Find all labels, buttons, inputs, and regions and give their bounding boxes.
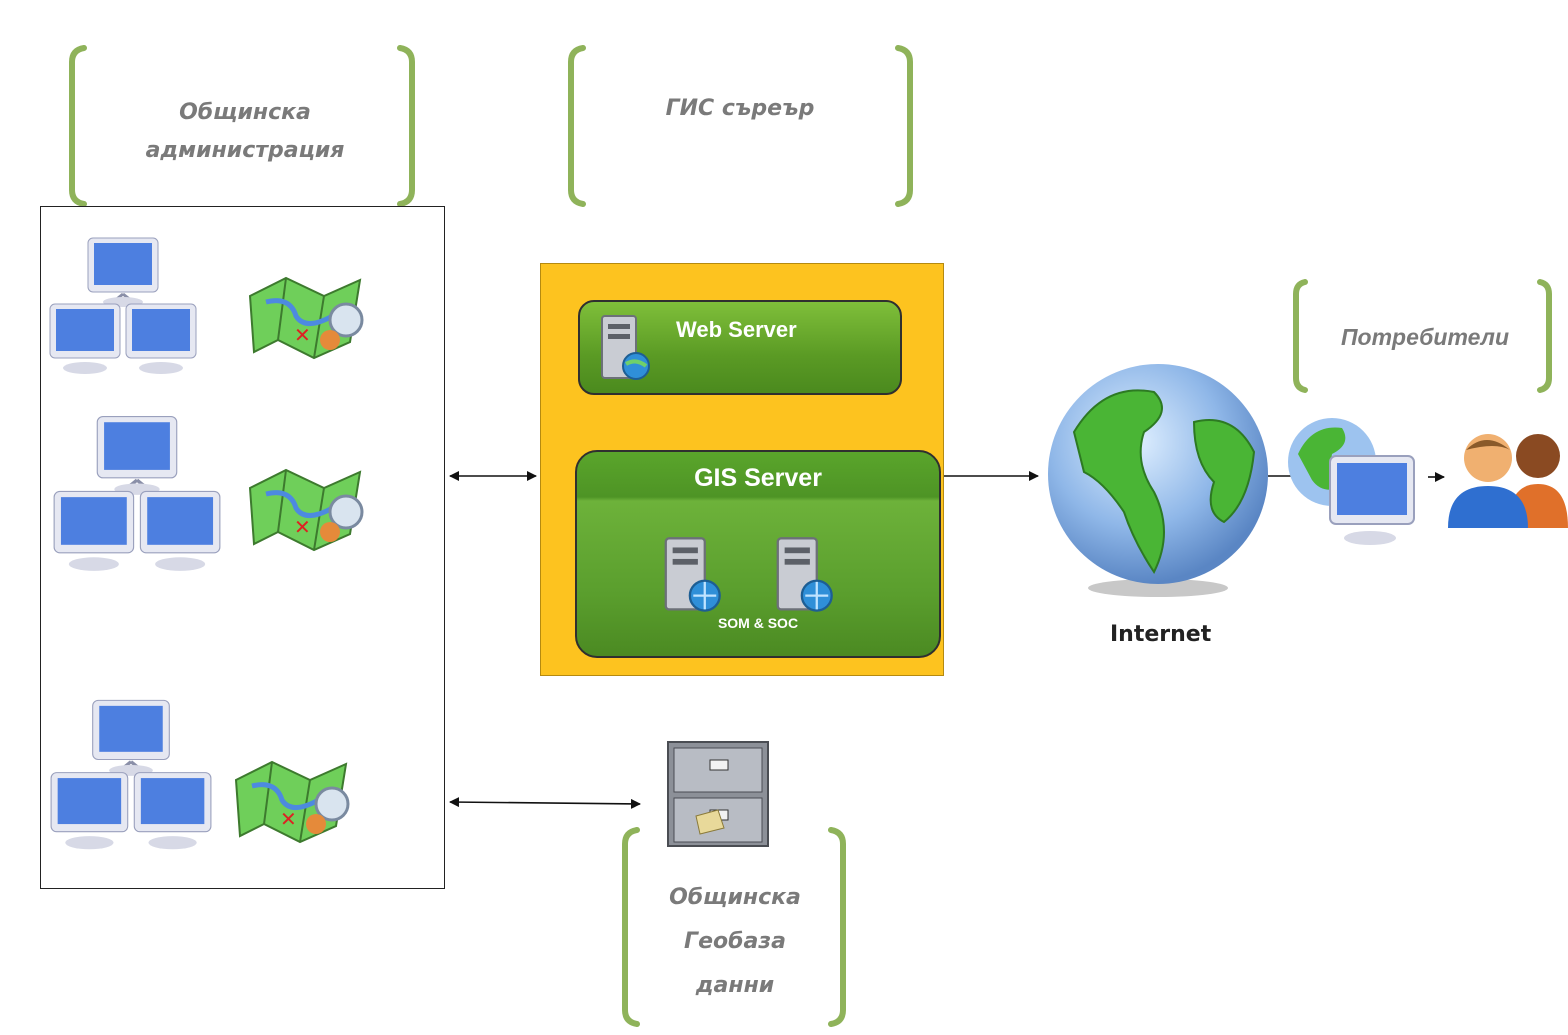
svg-text:✕: ✕ xyxy=(294,323,311,347)
bracket-users-left xyxy=(1293,279,1308,393)
server-icon xyxy=(776,537,833,612)
bracket-admin-right xyxy=(397,45,415,207)
internet-label: Internet xyxy=(1110,622,1212,647)
bracket-geodb-right xyxy=(828,827,846,1027)
label-admin: Общинска администрация xyxy=(145,100,345,163)
label-gis-server: ГИС съреър xyxy=(665,96,815,121)
svg-text:✕: ✕ xyxy=(294,515,311,539)
bracket-gis-left xyxy=(568,45,586,207)
globe-icon xyxy=(1048,364,1268,597)
network-computers-icon xyxy=(53,415,221,571)
server-icon xyxy=(601,315,650,380)
web-server-title: Web Server xyxy=(676,317,797,342)
map-icon: ✕ xyxy=(248,468,364,552)
server-icon xyxy=(664,537,721,612)
bracket-geodb-left xyxy=(622,827,640,1027)
map-icon: ✕ xyxy=(234,760,350,844)
svg-text:✕: ✕ xyxy=(280,807,297,831)
network-computers-icon xyxy=(50,699,212,850)
label-users: Потребители xyxy=(1340,324,1510,350)
gis-server-title: GIS Server xyxy=(694,464,822,492)
monitor-icon xyxy=(1288,418,1415,545)
users-icon xyxy=(1448,434,1568,528)
bracket-gis-right xyxy=(895,45,913,207)
file-cabinet-icon xyxy=(667,741,769,847)
map-icon: ✕ xyxy=(248,276,364,360)
bracket-users-right xyxy=(1537,279,1552,393)
gis-server-box: GIS Server SOM & SOC xyxy=(575,450,941,658)
arrow-admin-geodb xyxy=(449,797,641,809)
som-soc-label: SOM & SOC xyxy=(717,615,799,631)
network-computers-icon xyxy=(49,237,197,374)
label-geodb: Общинска Геобаза данни xyxy=(669,885,801,998)
web-server-box: Web Server xyxy=(578,300,902,395)
bracket-admin-left xyxy=(69,45,87,207)
